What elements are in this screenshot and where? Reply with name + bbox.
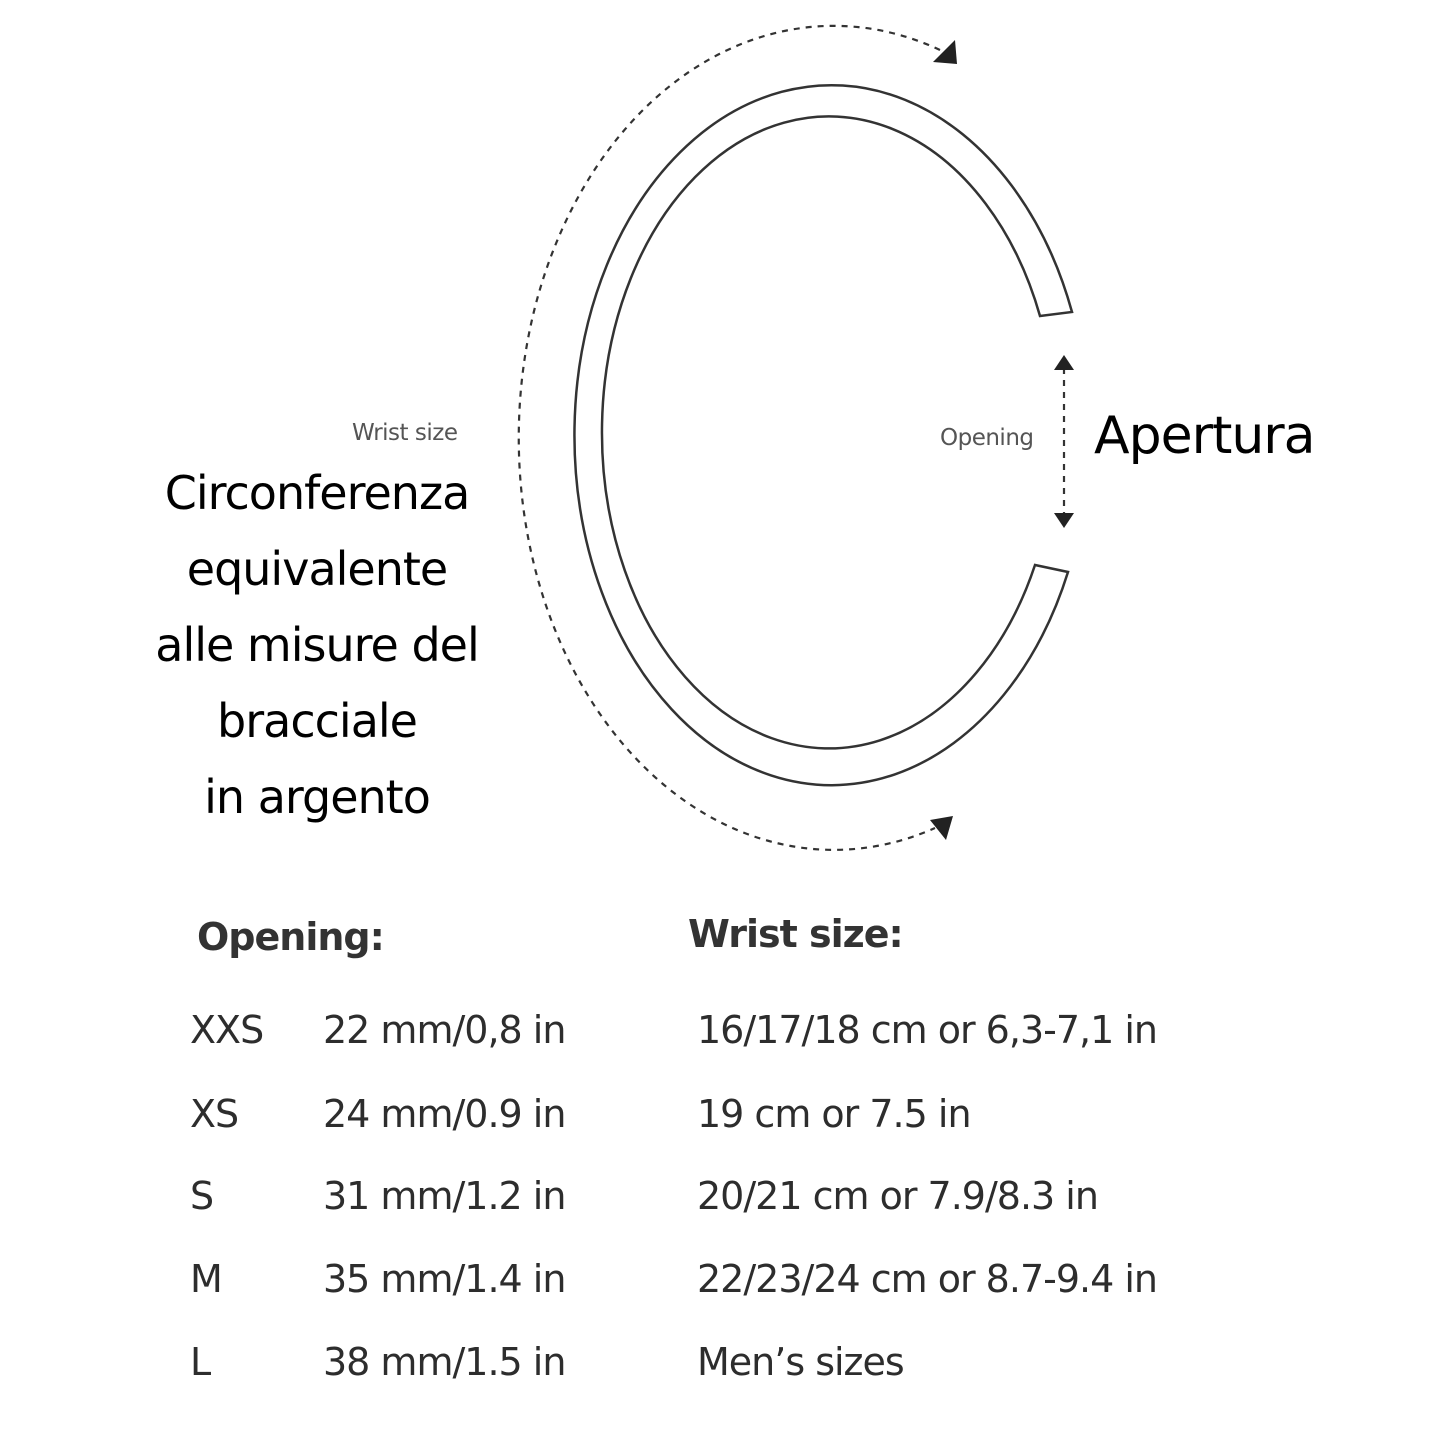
bracelet-outline — [573, 83, 1074, 787]
apertura-label: Apertura — [1094, 406, 1316, 466]
arrowhead-bottom — [930, 816, 953, 840]
opening-arrowhead-down — [1054, 513, 1074, 528]
wrist-cell: 16/17/18 cm or 6,3-7,1 in — [697, 1008, 1158, 1052]
opening-cell: 38 mm/1.5 in — [323, 1340, 566, 1384]
opening-cell: 22 mm/0,8 in — [323, 1008, 566, 1052]
wrist-size-header: Wrist size: — [688, 912, 904, 956]
wrist-cell: 22/23/24 cm or 8.7-9.4 in — [697, 1257, 1158, 1301]
size-cell: L — [190, 1340, 211, 1384]
bracelet-diagram — [517, 24, 1074, 851]
circumference-line: in argento — [204, 770, 431, 824]
wrist-cell: 19 cm or 7.5 in — [697, 1092, 972, 1136]
size-cell: XXS — [190, 1008, 264, 1052]
size-cell: XS — [190, 1092, 239, 1136]
opening-header: Opening: — [197, 915, 385, 959]
circumference-line: alle misure del — [155, 618, 480, 672]
opening-cell: 35 mm/1.4 in — [323, 1257, 566, 1301]
opening-cell: 24 mm/0.9 in — [323, 1092, 566, 1136]
opening-cell: 31 mm/1.2 in — [323, 1174, 566, 1218]
size-cell: M — [190, 1257, 223, 1301]
opening-arrowhead-up — [1054, 355, 1074, 370]
size-cell: S — [190, 1174, 214, 1218]
wrist-size-label: Wrist size — [352, 420, 458, 446]
circumference-line: equivalente — [186, 542, 448, 596]
arrowhead-top — [933, 40, 957, 64]
wrist-cell: 20/21 cm or 7.9/8.3 in — [697, 1174, 1099, 1218]
circumference-label: Circonferenza equivalente alle misure de… — [117, 455, 517, 835]
circumference-line: bracciale — [217, 694, 418, 748]
wrist-cell: Men’s sizes — [697, 1340, 905, 1384]
wrist-size-dashed-arrow — [517, 24, 941, 851]
circumference-line: Circonferenza — [164, 466, 471, 520]
opening-label: Opening — [940, 425, 1034, 451]
